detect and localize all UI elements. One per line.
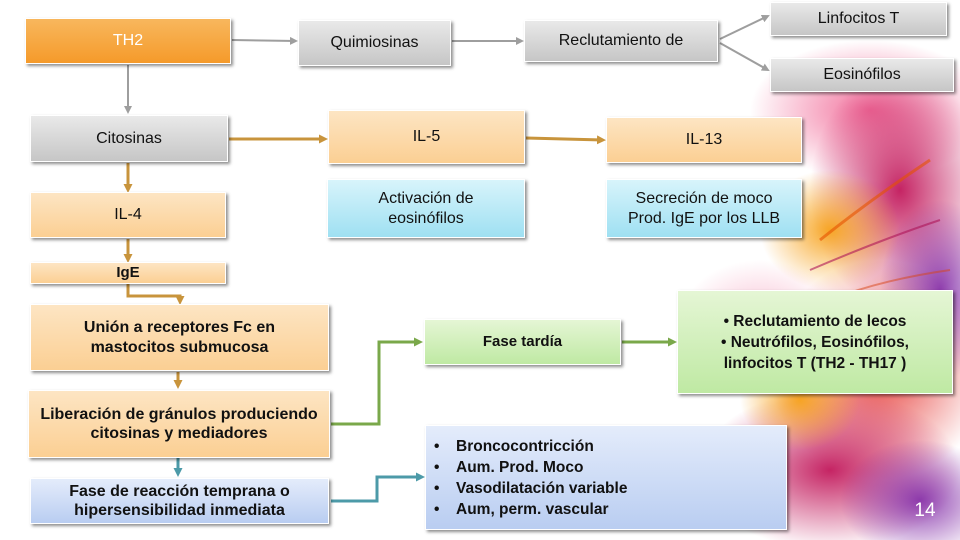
node-quimiosinas: Quimiosinas <box>298 20 451 66</box>
arrow-th2-quimiosinas <box>231 36 298 45</box>
arrow-fase-reaccion-sintomas <box>331 472 425 503</box>
node-late-phase-list: • Reclutamiento de lecos • Neutrófilos, … <box>677 290 953 394</box>
node-th2: TH2 <box>25 18 231 64</box>
list-item: Vasodilatación variable <box>426 478 627 499</box>
node-linfocitos-t: Linfocitos T <box>770 2 947 36</box>
list-item: • Neutrófilos, Eosinófilos, linfocitos T… <box>721 333 909 372</box>
arrow-liberacion-fase-tardia <box>331 337 423 426</box>
slide-number: 14 <box>914 500 936 521</box>
late-phase-list: • Reclutamiento de lecos • Neutrófilos, … <box>690 311 940 374</box>
early-phase-list: Broncocontricción Aum. Prod. Moco Vasodi… <box>426 436 627 520</box>
list-item: Broncocontricción <box>426 436 627 457</box>
node-il13: IL-13 <box>606 117 802 163</box>
node-ige: IgE <box>30 262 226 284</box>
secrecion-line-2: Prod. IgE por los LLB <box>627 209 781 227</box>
node-il5: IL-5 <box>328 110 525 164</box>
node-fase-reaccion: Fase de reacción temprana o hipersensibi… <box>30 478 329 524</box>
arrow-reclutamiento-eosinofilos <box>719 42 770 71</box>
node-liberacion-granulos: Liberación de gránulos produciendo citos… <box>28 390 330 458</box>
node-activacion-eosinofilos: Activación de eosinófilos <box>327 179 525 238</box>
node-reclutamiento: Reclutamiento de <box>524 20 718 62</box>
node-eosinofilos: Eosinófilos <box>770 58 954 92</box>
node-il4: IL-4 <box>30 192 226 238</box>
list-item: Aum, perm. vascular <box>426 499 627 520</box>
node-union-receptores: Unión a receptores Fc en mastocitos subm… <box>30 304 329 371</box>
arrow-ige-union <box>126 284 185 305</box>
node-secrecion-moco: Secreción de moco Prod. IgE por los LLB <box>606 179 802 238</box>
list-item: Aum. Prod. Moco <box>426 457 627 478</box>
node-fase-tardia: Fase tardía <box>424 319 621 365</box>
node-citosinas: Citosinas <box>30 115 228 162</box>
arrow-il5-il13 <box>525 135 606 145</box>
secrecion-line-1: Secreción de moco <box>635 190 773 208</box>
arrow-reclutamiento-linfocitos <box>719 14 770 40</box>
node-early-phase-list: Broncocontricción Aum. Prod. Moco Vasodi… <box>425 425 787 530</box>
list-item: • Reclutamiento de lecos <box>723 312 907 330</box>
